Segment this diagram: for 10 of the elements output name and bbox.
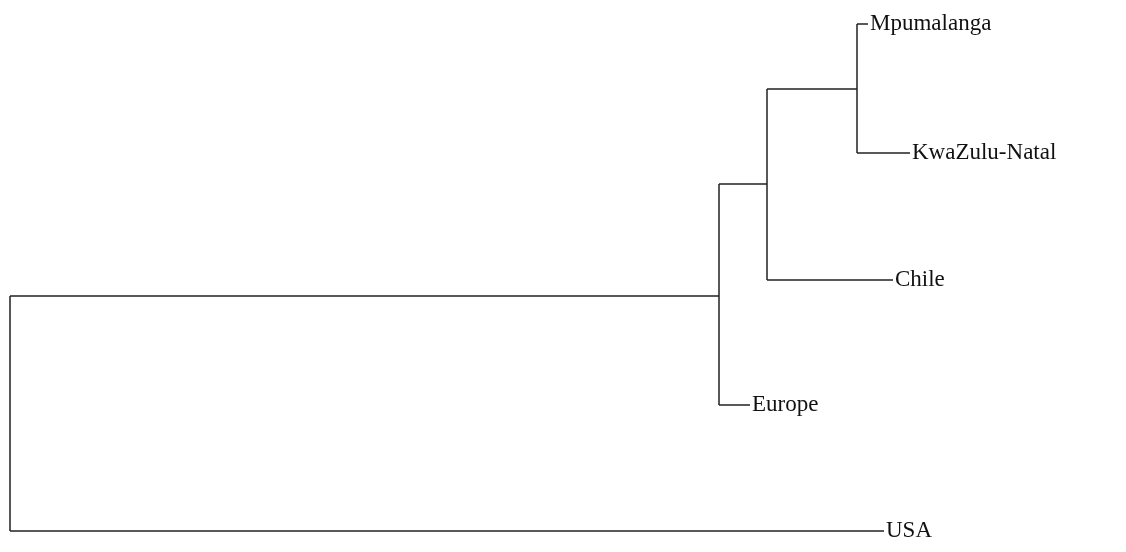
branch-line: [9, 530, 885, 532]
leaf-label: USA: [886, 516, 932, 544]
branch-line: [856, 23, 869, 25]
branch-line: [718, 404, 751, 406]
leaf-label: Mpumalanga: [870, 9, 992, 37]
branch-line: [856, 152, 911, 154]
leaf-label: Europe: [752, 390, 819, 418]
leaf-label: Chile: [895, 265, 945, 293]
branch-line: [766, 279, 894, 281]
leaf-label: KwaZulu-Natal: [912, 138, 1057, 166]
